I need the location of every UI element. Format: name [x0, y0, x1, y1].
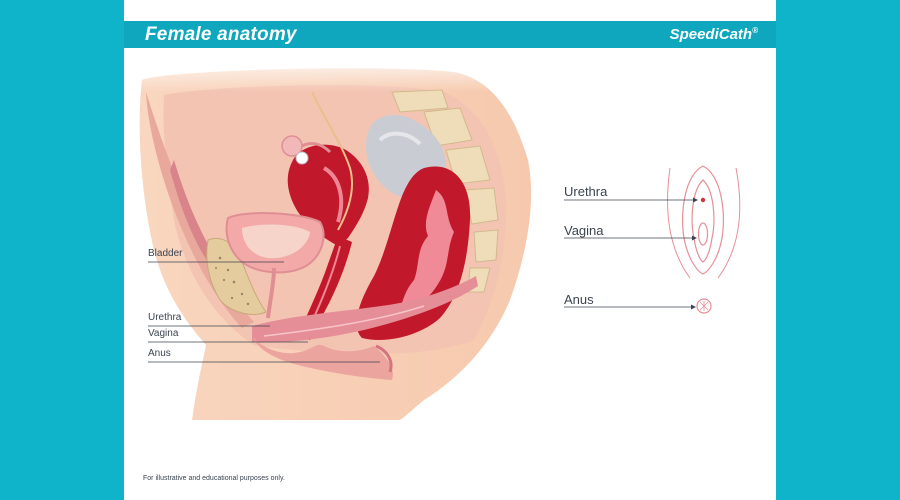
fimbriae	[295, 151, 309, 165]
anus-opening	[375, 344, 393, 373]
anus-icon	[696, 298, 712, 314]
abdominal-muscle	[170, 160, 216, 262]
brand-logo: SpeediCath®	[670, 26, 758, 43]
anatomy-illustration	[124, 52, 741, 420]
page-title: Female anatomy	[145, 24, 297, 45]
outer-body-line-left	[666, 167, 691, 279]
label-vagina: Vagina	[148, 328, 179, 339]
external-leader-lines	[564, 199, 696, 308]
vaginal-canal	[298, 236, 352, 340]
anatomy-sheet: Female anatomy SpeediCath®	[124, 0, 776, 500]
label-external-vagina: Vagina	[564, 223, 604, 238]
brand-registered-mark: ®	[752, 26, 758, 35]
bone-texture	[215, 256, 250, 306]
header-bar: Female anatomy SpeediCath®	[124, 21, 776, 48]
label-external-anus: Anus	[564, 292, 594, 307]
rectal-lumen	[394, 190, 454, 320]
labia-minora	[691, 179, 715, 263]
bladder-interior	[242, 224, 310, 259]
bowel-highlight	[378, 131, 422, 146]
urethral-opening	[700, 197, 706, 203]
labia-majora	[682, 165, 724, 275]
sacrum-vertebrae	[391, 89, 499, 293]
urethra-tube	[266, 267, 276, 319]
vaginal-opening	[697, 222, 709, 246]
sagittal-section-view	[124, 52, 584, 420]
side-leader-lines	[148, 261, 380, 363]
ureter	[311, 91, 354, 231]
outer-body-line-right	[717, 167, 741, 279]
brand-name: SpeediCath	[669, 26, 753, 43]
external-view	[564, 165, 741, 314]
label-urethra: Urethra	[148, 312, 182, 323]
label-external-urethra: Urethra	[564, 184, 608, 199]
top-fade	[124, 52, 584, 92]
muscle-fiber	[263, 305, 425, 337]
external-arrowheads	[691, 197, 698, 310]
label-anus: Anus	[148, 348, 171, 359]
uterine-cavity	[322, 166, 344, 223]
label-bladder: Bladder	[148, 248, 183, 259]
labia	[252, 336, 393, 380]
fallopian-tube	[301, 142, 332, 154]
pelvic-floor-muscle	[252, 276, 478, 343]
footnote: For illustrative and educational purpose…	[143, 475, 285, 482]
